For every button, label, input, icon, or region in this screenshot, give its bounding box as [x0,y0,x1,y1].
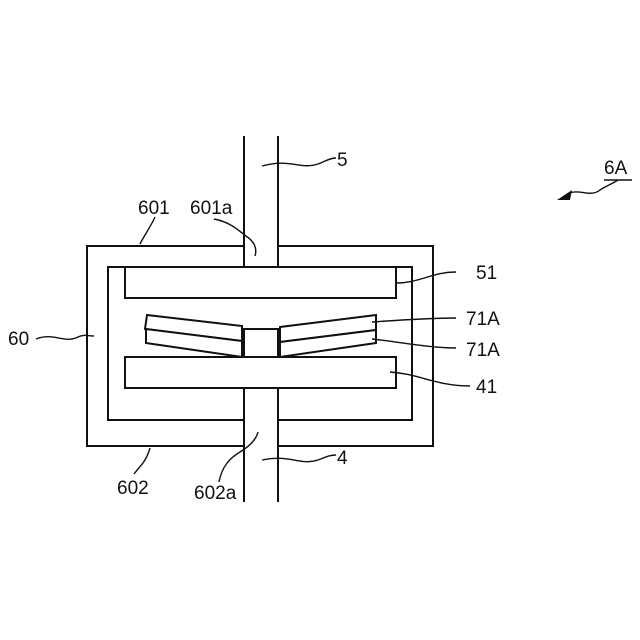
label-shaft-top: 5 [337,150,348,171]
label-fig-ref: 6A [604,158,628,179]
label-housing-lower: 602 [117,478,149,499]
label-lower-plate: 41 [476,377,497,398]
label-housing: 60 [8,329,29,350]
upper-plate [125,267,396,298]
arrow-head-icon [557,190,572,200]
disc-spring-left [145,315,242,357]
label-shaft-bottom: 4 [337,448,348,469]
upper-shaft [244,136,278,267]
label-spring-lower: 71A [466,340,500,361]
disc-spring-right [280,315,376,357]
label-housing-upper: 601 [138,198,170,219]
label-upper-plate: 51 [476,263,497,284]
center-hub [244,329,278,357]
label-lower-opening: 602a [194,483,237,504]
label-spring-upper: 71A [466,309,500,330]
lower-plate [125,357,396,388]
label-upper-opening: 601a [190,198,233,219]
